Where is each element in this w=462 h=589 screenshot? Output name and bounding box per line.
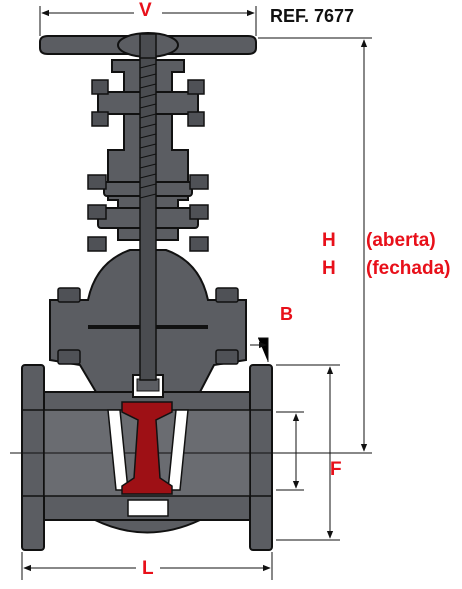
reference-code: REF. 7677 [270,6,355,26]
dim-b [250,337,269,362]
yoke-bolts [87,79,209,252]
seat-rings [107,409,189,491]
dim-v [39,6,257,36]
gate-wedge [121,401,173,495]
bonnet-bolts [57,287,239,365]
label-l: L [142,558,154,579]
bottom-seat [127,499,169,517]
label-f: F [330,459,342,480]
bore-extension [22,409,272,497]
dim-bore [276,411,304,491]
dim-h [258,37,372,454]
dim-l [21,552,273,580]
label-h-open-text: (aberta) [366,230,436,251]
label-h-closed-text: (fechada) [366,258,451,279]
dim-f [276,364,340,541]
label-h-closed-key: H [322,258,336,279]
label-v: V [139,0,152,21]
stem-thread [139,43,157,199]
stem [139,39,157,381]
label-h-open-key: H [322,230,336,251]
label-b: B [280,304,293,324]
